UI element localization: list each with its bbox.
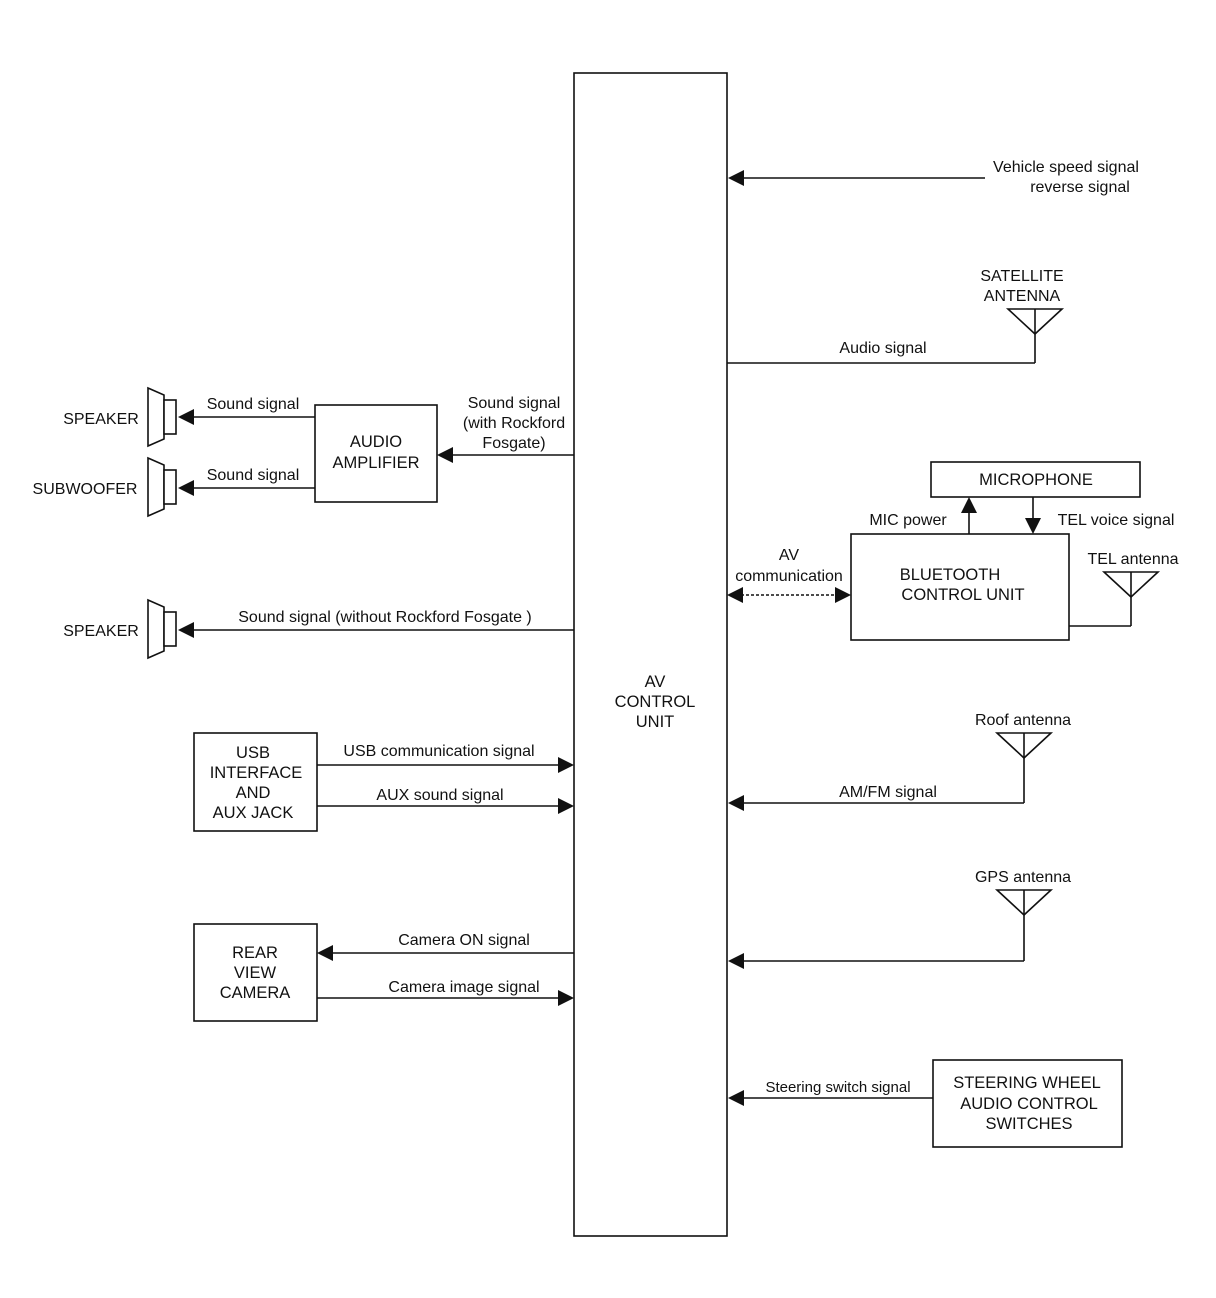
sound-signal-speaker-label: Sound signal <box>207 396 300 413</box>
arrowhead-icon <box>437 447 453 463</box>
rear-view-camera: REAR VIEW CAMERA <box>193 923 318 1022</box>
vehicle-speed-signal-label-2: reverse signal <box>1030 179 1130 196</box>
arrowhead-icon <box>558 757 574 773</box>
usb-label-2: INTERFACE <box>210 764 303 782</box>
steering-wheel-switches: STEERING WHEEL AUDIO CONTROL SWITCHES <box>932 1059 1123 1148</box>
sound-signal-rf-label-1: Sound signal <box>468 395 561 412</box>
speaker-icon <box>147 598 177 660</box>
usb-label-4: AUX JACK <box>213 804 294 822</box>
sound-signal-subwoofer-label: Sound signal <box>207 467 300 484</box>
camera-image-label: Camera image signal <box>388 979 539 996</box>
antenna-icon <box>1005 308 1065 363</box>
tel-voice-signal-label: TEL voice signal <box>1058 512 1175 529</box>
audio-amplifier-label-2: AMPLIFIER <box>332 454 419 472</box>
vehicle-speed-signal-label-1: Vehicle speed signal <box>993 159 1139 176</box>
bluetooth-label-2: CONTROL UNIT <box>901 586 1024 604</box>
aux-sound-line: AUX sound signal <box>317 787 574 814</box>
arrowhead-icon <box>961 497 977 513</box>
arrowhead-icon <box>835 587 851 603</box>
roof-antenna: Roof antenna AM/FM signal <box>728 712 1071 811</box>
usb-label-1: USB <box>236 744 270 762</box>
antenna-icon <box>994 889 1054 961</box>
arrowhead-icon <box>178 480 194 496</box>
speaker-bottom: SPEAKER Sound signal (without Rockford F… <box>63 598 574 660</box>
gps-antenna-label: GPS antenna <box>975 869 1071 886</box>
camera-label-3: CAMERA <box>220 984 291 1002</box>
camera-label-2: VIEW <box>234 964 277 982</box>
arrowhead-icon <box>178 622 194 638</box>
satellite-antenna-label-1: SATELLITE <box>980 268 1063 285</box>
usb-interface-aux-jack: USB INTERFACE AND AUX JACK <box>193 732 318 832</box>
aux-sound-label: AUX sound signal <box>376 787 503 804</box>
arrowhead-icon <box>728 170 744 186</box>
sound-signal-rf-label-2: (with Rockford <box>463 415 565 432</box>
steering-switch-signal-label: Steering switch signal <box>765 1079 910 1096</box>
usb-communication-label: USB communication signal <box>343 743 534 760</box>
arrowhead-icon <box>1025 518 1041 534</box>
amfm-signal-label: AM/FM signal <box>839 784 937 801</box>
tel-antenna: TEL antenna <box>1069 551 1179 627</box>
sound-signal-rf-label-3: Fosgate) <box>482 435 545 452</box>
speaker-icon <box>147 386 177 448</box>
audio-amplifier-label-1: AUDIO <box>350 433 402 451</box>
speaker-bottom-label: SPEAKER <box>63 623 139 640</box>
usb-label-3: AND <box>236 784 271 802</box>
camera-on-line: Camera ON signal <box>317 932 574 961</box>
tel-antenna-label: TEL antenna <box>1087 551 1178 568</box>
tel-voice-line: TEL voice signal <box>1025 497 1174 534</box>
bluetooth-label-1: BLUETOOTH <box>900 566 1001 584</box>
camera-label-1: REAR <box>232 944 278 962</box>
speaker-top-label: SPEAKER <box>63 411 139 428</box>
bluetooth-control-unit: BLUETOOTH CONTROL UNIT <box>850 533 1070 641</box>
arrowhead-icon <box>728 953 744 969</box>
av-communication-label-2: communication <box>735 568 843 585</box>
sound-signal-without-rf-label: Sound signal (without Rockford Fosgate ) <box>238 609 531 626</box>
usb-communication-line: USB communication signal <box>317 743 574 773</box>
microphone: MICROPHONE <box>930 461 1141 498</box>
mic-power-label: MIC power <box>869 512 947 529</box>
satellite-antenna: SATELLITE ANTENNA Audio signal <box>727 268 1065 364</box>
subwoofer: SUBWOOFER Sound signal <box>33 456 315 518</box>
av-control-unit: AV CONTROL UNIT <box>573 72 728 1237</box>
mic-power-line: MIC power <box>869 497 977 534</box>
gps-antenna: GPS antenna <box>728 869 1071 969</box>
arrowhead-icon <box>558 990 574 1006</box>
speaker-top: SPEAKER Sound signal <box>63 386 315 448</box>
av-control-unit-label-2: CONTROL <box>615 693 696 711</box>
arrowhead-icon <box>558 798 574 814</box>
audio-signal-label: Audio signal <box>839 340 926 357</box>
antenna-icon <box>1101 571 1161 626</box>
camera-on-label: Camera ON signal <box>398 932 530 949</box>
arrowhead-icon <box>178 409 194 425</box>
camera-image-line: Camera image signal <box>317 979 574 1006</box>
audio-amplifier: AUDIO AMPLIFIER Sound signal (with Rockf… <box>314 395 574 503</box>
steering-label-3: SWITCHES <box>985 1115 1072 1133</box>
av-communication-line: AV communication <box>727 547 851 603</box>
av-communication-label-1: AV <box>779 547 799 564</box>
steering-label-2: AUDIO CONTROL <box>960 1095 1098 1113</box>
satellite-antenna-label-2: ANTENNA <box>984 288 1061 305</box>
av-control-unit-label-3: UNIT <box>636 713 675 731</box>
arrowhead-icon <box>728 795 744 811</box>
subwoofer-label: SUBWOOFER <box>33 481 138 498</box>
vehicle-speed-signal-line: Vehicle speed signal reverse signal <box>728 159 1139 196</box>
arrowhead-icon <box>317 945 333 961</box>
roof-antenna-label: Roof antenna <box>975 712 1071 729</box>
steering-label-1: STEERING WHEEL <box>953 1074 1101 1092</box>
arrowhead-icon <box>728 1090 744 1106</box>
av-control-unit-label-1: AV <box>645 673 666 691</box>
speaker-icon <box>147 456 177 518</box>
microphone-label: MICROPHONE <box>979 471 1093 489</box>
antenna-icon <box>994 732 1054 803</box>
arrowhead-icon <box>727 587 743 603</box>
steering-switch-line: Steering switch signal <box>728 1079 933 1106</box>
